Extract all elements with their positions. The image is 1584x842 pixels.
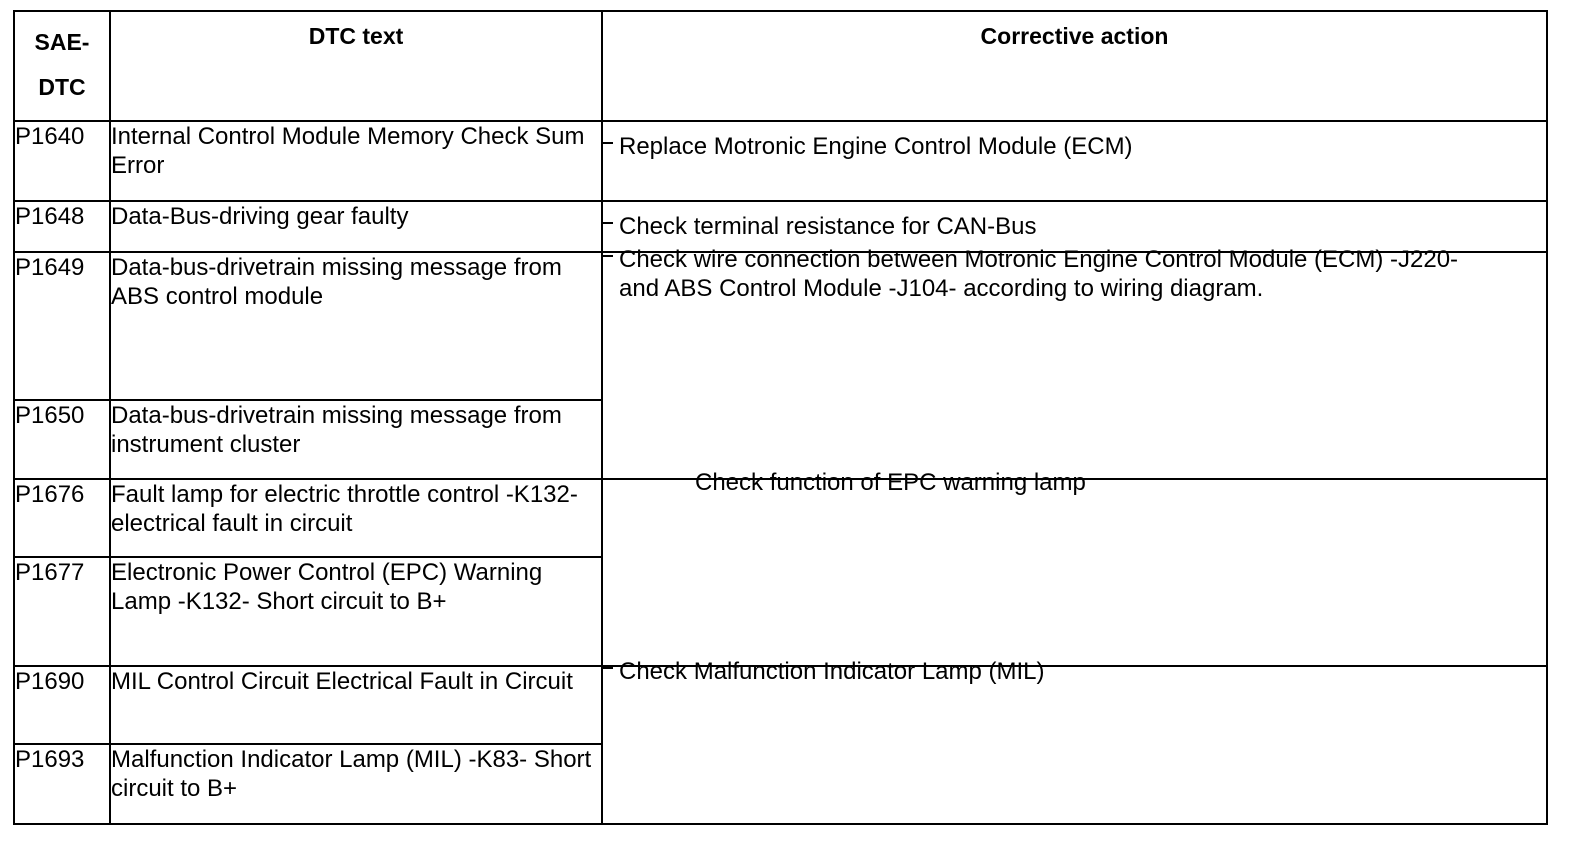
dtc-code: P1690	[13, 665, 111, 745]
dtc-code: P1640	[13, 120, 111, 202]
corrective-action-text: Check terminal resistance for CAN-Bus	[619, 213, 1037, 240]
corrective-action: Check terminal resistance for CAN-Bus	[601, 200, 1548, 253]
dash-icon	[603, 255, 613, 257]
dtc-code: P1650	[13, 399, 111, 480]
dash-icon	[603, 667, 613, 669]
table-row: P1648 Data-Bus-driving gear faulty Check…	[13, 200, 1548, 253]
dash-icon	[679, 478, 689, 480]
dtc-text: Internal Control Module Memory Check Sum…	[109, 120, 603, 202]
dtc-text: Data-bus-drivetrain missing message from…	[109, 251, 603, 401]
header-text-label: DTC text	[308, 23, 404, 49]
table-row: P1690 MIL Control Circuit Electrical Fau…	[13, 658, 1548, 825]
corrective-action: Check Malfunction Indicator Lamp (MIL)	[601, 658, 1548, 825]
header-text: DTC text	[109, 10, 603, 122]
dtc-text: Malfunction Indicator Lamp (MIL) -K83- S…	[109, 743, 603, 825]
dtc-text: Electronic Power Control (EPC) Warning L…	[109, 556, 603, 667]
dtc-text: Data-Bus-driving gear faulty	[109, 200, 603, 253]
header-action: Corrective action	[601, 10, 1548, 122]
corrective-action-text: Replace Motronic Engine Control Module (…	[619, 133, 1133, 160]
table-row: P1693 Malfunction Indicator Lamp (MIL) -…	[13, 743, 1547, 825]
corrective-action-text: Check function of EPC warning lamp	[695, 469, 1086, 496]
dtc-text: Data-bus-drivetrain missing message from…	[109, 399, 603, 480]
corrective-action-text: Check wire connection between Motronic E…	[619, 246, 1459, 302]
dtc-text: Fault lamp for electric throttle control…	[109, 478, 603, 558]
table-row: P1649 Data-bus-drivetrain missing messag…	[13, 246, 1548, 480]
header-action-label: Corrective action	[980, 23, 1169, 49]
corrective-action: Check function of EPC warning lamp	[601, 469, 1548, 667]
header-code: SAE- DTC	[13, 10, 111, 122]
corrective-action: Check wire connection between Motronic E…	[601, 246, 1548, 480]
dtc-code: P1677	[13, 556, 111, 667]
dtc-code: P1693	[13, 743, 111, 825]
dtc-table: SAE- DTC DTC text Corrective action P164…	[13, 10, 1548, 825]
dash-icon	[603, 222, 613, 224]
header-code-line1: SAE-	[34, 29, 90, 55]
dtc-code: P1648	[13, 200, 111, 253]
corrective-action: Replace Motronic Engine Control Module (…	[601, 120, 1548, 202]
header-code-line2: DTC	[38, 74, 86, 100]
corrective-action-text: Check Malfunction Indicator Lamp (MIL)	[619, 658, 1045, 685]
table-row: P1677 Electronic Power Control (EPC) War…	[13, 556, 1547, 667]
table-row: P1640 Internal Control Module Memory Che…	[13, 120, 1548, 202]
table-row: P1650 Data-bus-drivetrain missing messag…	[13, 399, 1547, 480]
header-row: SAE- DTC DTC text Corrective action	[13, 10, 1548, 122]
dtc-text: MIL Control Circuit Electrical Fault in …	[109, 665, 603, 745]
dtc-code: P1676	[13, 478, 111, 558]
dtc-code: P1649	[13, 251, 111, 401]
table-row: P1676 Fault lamp for electric throttle c…	[13, 469, 1548, 667]
dash-icon	[603, 142, 613, 144]
